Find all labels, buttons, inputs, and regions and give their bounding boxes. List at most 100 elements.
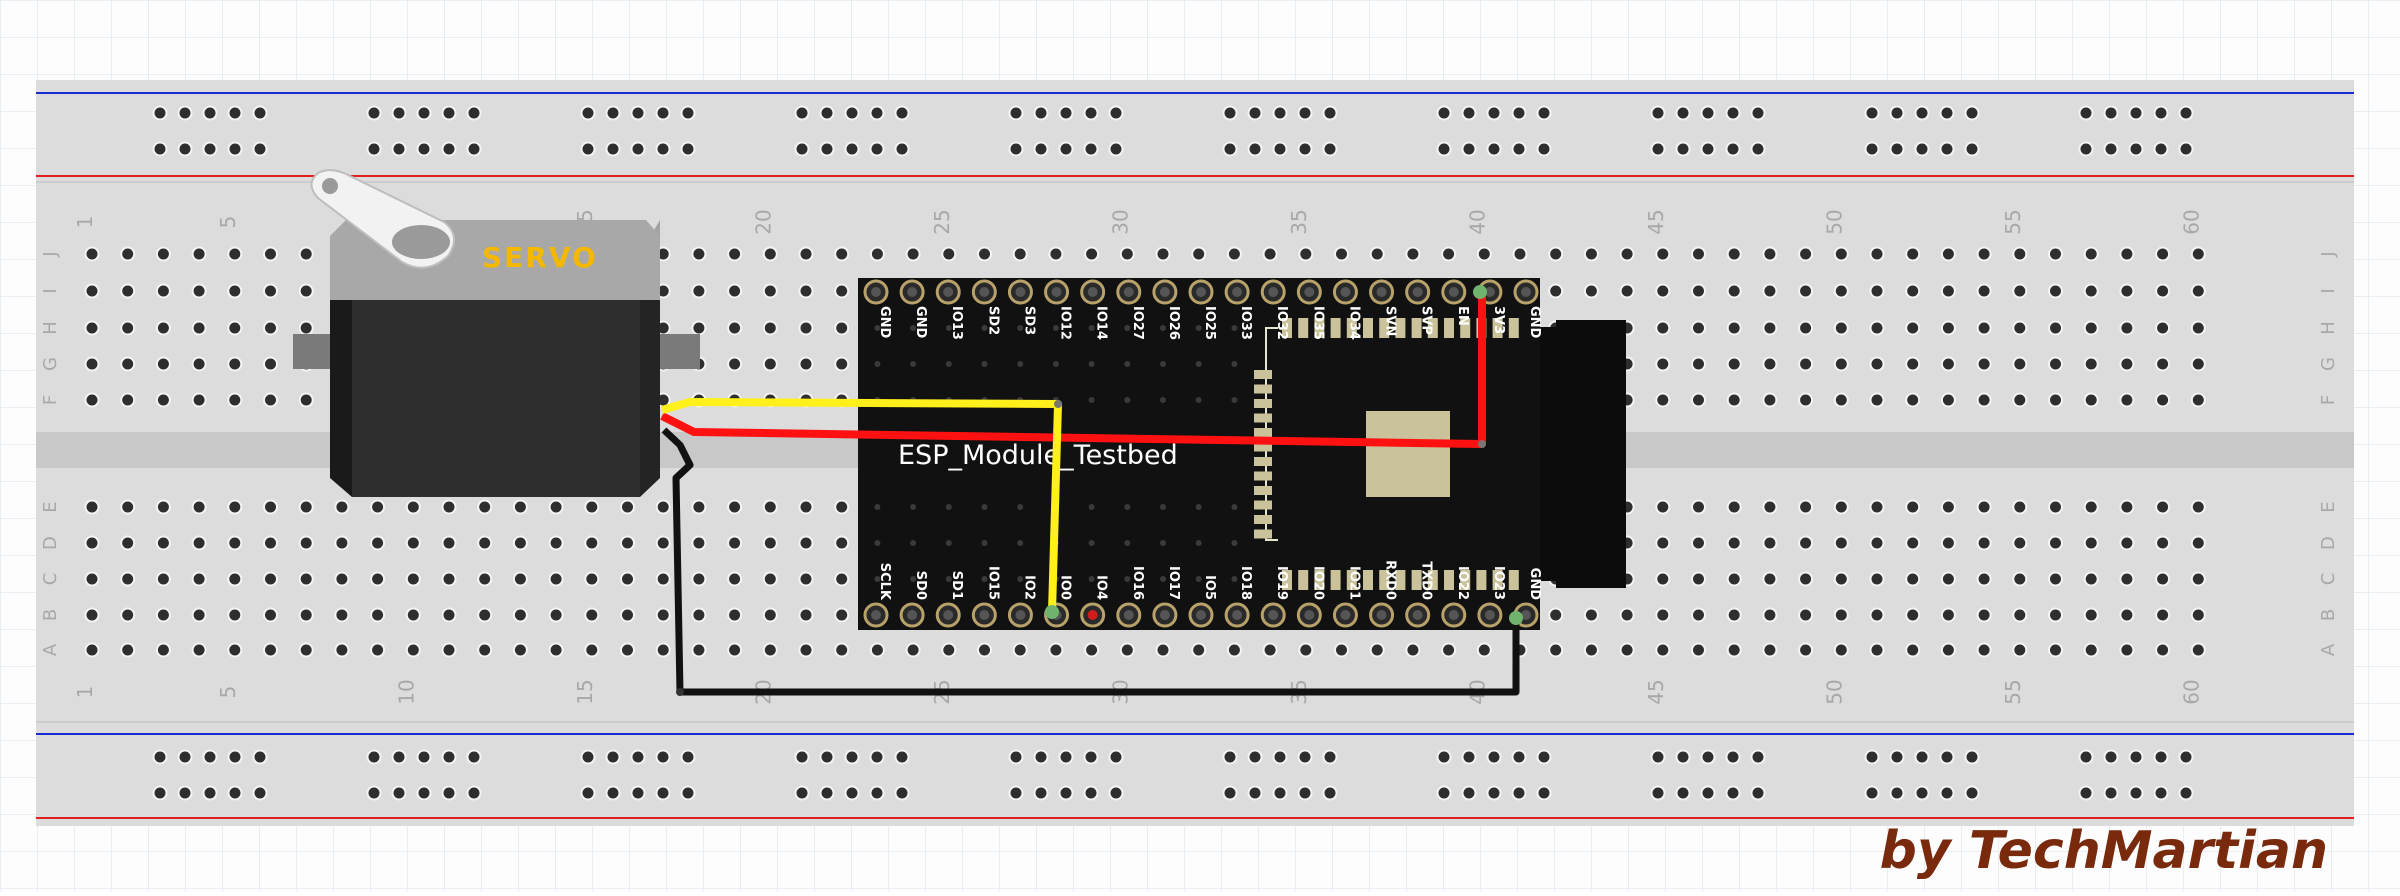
breadboard-hole <box>1869 642 1885 658</box>
rail-hole <box>1964 749 1980 765</box>
rail-hole <box>152 749 168 765</box>
rail-hole <box>1864 749 1880 765</box>
rail-hole <box>2128 105 2144 121</box>
module-pad <box>1508 570 1519 590</box>
breadboard-hole <box>834 607 850 623</box>
rail-hole <box>1083 141 1099 157</box>
header-pin-hole <box>871 610 881 620</box>
rail-hole <box>1033 141 1049 157</box>
row-letter: J <box>2318 251 2339 257</box>
rail-hole <box>391 105 407 121</box>
rail-hole <box>366 785 382 801</box>
module-chip <box>1366 411 1450 497</box>
breadboard-hole <box>834 283 850 299</box>
header-pin-hole <box>1376 610 1387 620</box>
header-pin-label: SD1 <box>949 571 964 600</box>
breadboard-hole <box>120 356 136 372</box>
rail-hole <box>1750 785 1766 801</box>
breadboard-hole <box>2119 571 2135 587</box>
board-dot <box>874 504 881 510</box>
breadboard-hole <box>2119 392 2135 408</box>
breadboard-hole <box>120 283 136 299</box>
breadboard-hole <box>548 571 564 587</box>
rail-hole <box>605 105 621 121</box>
rail-hole <box>630 105 646 121</box>
breadboard-hole <box>405 607 421 623</box>
header-pin-label: SD0 <box>913 571 928 600</box>
board-dot <box>1017 325 1024 331</box>
breadboard-hole <box>370 642 386 658</box>
rail-hole <box>1511 749 1527 765</box>
breadboard-hole <box>1762 571 1778 587</box>
breadboard-hole <box>1976 320 1992 336</box>
breadboard-hole <box>1869 246 1885 262</box>
rail-hole <box>441 141 457 157</box>
column-number: 5 <box>216 686 240 699</box>
header-pin-hole <box>1196 287 1206 297</box>
breadboard-hole <box>298 535 314 551</box>
breadboard-hole <box>84 535 100 551</box>
header-pin-label: IO20 <box>1310 566 1325 600</box>
breadboard-hole <box>84 571 100 587</box>
rail-hole <box>680 749 696 765</box>
rail-hole <box>1511 105 1527 121</box>
column-number: 50 <box>1822 209 1846 234</box>
breadboard-hole <box>405 535 421 551</box>
rail-hole <box>1864 105 1880 121</box>
breadboard-hole <box>2083 642 2099 658</box>
breadboard-hole <box>584 571 600 587</box>
breadboard-hole <box>1940 642 1956 658</box>
breadboard-hole <box>155 320 171 336</box>
row-letter: F <box>2318 395 2339 405</box>
board-dot <box>1160 540 1166 546</box>
rail-hole <box>1725 105 1741 121</box>
breadboard-hole <box>1334 642 1349 658</box>
column-number: 10 <box>394 679 418 704</box>
servo-motor[interactable]: SERVO <box>293 169 700 497</box>
module-pad <box>1254 500 1272 510</box>
breadboard-hole <box>2012 356 2028 372</box>
rail-hole <box>1675 105 1691 121</box>
breadboard-hole <box>620 535 635 551</box>
breadboard-hole <box>691 283 707 299</box>
breadboard-hole <box>2083 535 2099 551</box>
rail-hole <box>1750 749 1766 765</box>
module-pad <box>1254 457 1272 466</box>
module-pad <box>1254 442 1272 452</box>
ground-wire-end <box>1509 611 1523 625</box>
rail-hole <box>794 141 810 157</box>
breadboard-hole <box>2048 356 2063 372</box>
rail-hole <box>1297 749 1313 765</box>
header-pin-hole <box>1015 610 1026 620</box>
rail-hole <box>1889 749 1905 765</box>
breadboard-hole <box>84 499 100 515</box>
module-pad <box>1282 318 1292 338</box>
rail-hole <box>1725 141 1741 157</box>
rail-hole <box>1725 749 1741 765</box>
breadboard-hole <box>1762 283 1778 299</box>
rail-hole <box>869 749 885 765</box>
board-dot <box>1195 397 1202 403</box>
breadboard-hole <box>2190 246 2206 262</box>
breadboard-hole <box>334 535 350 551</box>
breadboard-hole <box>1726 642 1742 658</box>
breadboard-hole <box>2119 535 2135 551</box>
breadboard-hole <box>227 642 243 658</box>
rail-hole <box>1033 785 1049 801</box>
row-letter: F <box>40 395 61 405</box>
header-pin-label: SD3 <box>1021 306 1036 335</box>
board-dot <box>981 576 988 582</box>
rail-hole <box>366 749 382 765</box>
column-number: 45 <box>1644 679 1668 704</box>
breadboard-hole <box>370 499 386 515</box>
header-pin-label: GND <box>913 306 928 339</box>
module-pad <box>1298 318 1309 338</box>
board-dot <box>874 576 881 582</box>
breadboard-hole <box>1583 607 1599 623</box>
breadboard-hole <box>762 283 778 299</box>
breadboard-hole <box>334 642 350 658</box>
rail-hole <box>416 141 432 157</box>
rail-hole <box>1939 141 1955 157</box>
